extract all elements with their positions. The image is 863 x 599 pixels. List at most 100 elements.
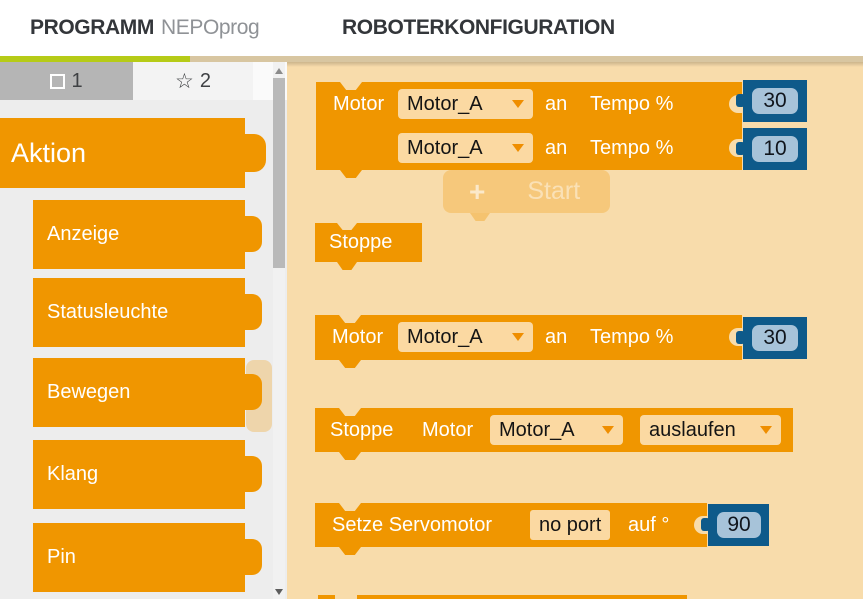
block-motor-double[interactable]: Motor Motor_A an Tempo % Motor_A an Temp… — [316, 80, 807, 178]
motor-port-dropdown[interactable]: Motor_A — [398, 322, 533, 352]
block-label: Stoppe — [330, 419, 394, 441]
scroll-down-icon[interactable] — [275, 589, 283, 595]
dropdown-value: Motor_A — [499, 418, 575, 441]
number-value-block[interactable]: 30 — [736, 80, 807, 122]
value-connector — [736, 142, 745, 155]
block-connector — [245, 539, 262, 575]
block-label: Setze Servomotor — [332, 514, 493, 536]
dropdown-value: auslaufen — [649, 418, 736, 441]
block-label: an — [545, 326, 568, 348]
dropdown-arrow-icon — [512, 333, 524, 341]
sidebar-item-label: Statusleuchte — [47, 301, 169, 323]
block-palette-sidebar: 1 ☆ 2 Aktion Anzeige Statusleuchte Beweg… — [0, 62, 287, 599]
number-value-field[interactable]: 90 — [717, 512, 761, 538]
sidebar-item-pin[interactable]: Pin — [33, 523, 262, 592]
tab-roboterkonfiguration[interactable]: ROBOTERKONFIGURATION — [342, 0, 615, 56]
top-notch — [340, 82, 362, 90]
category-header-connector — [245, 134, 266, 172]
palette-tab-2[interactable]: ☆ 2 — [133, 62, 253, 100]
block-stoppe-motor[interactable]: Stoppe Motor Motor_A auslaufen — [315, 408, 793, 460]
block-connector — [245, 216, 262, 252]
sidebar-item-klang[interactable]: Klang — [33, 440, 262, 509]
block-stoppe[interactable]: Stoppe — [315, 223, 422, 270]
number-value-field[interactable]: 10 — [752, 136, 798, 162]
top-tab-bar: PROGRAMM NEPOprog ROBOTERKONFIGURATION — [0, 0, 863, 56]
sidebar-item-label: Klang — [47, 463, 99, 485]
value-connector — [736, 94, 745, 107]
dropdown-arrow-icon — [760, 426, 772, 434]
value-connector — [736, 331, 745, 344]
category-header-label: Aktion — [11, 137, 87, 168]
number-value-field[interactable]: 30 — [752, 88, 798, 114]
block-connector — [245, 456, 262, 492]
motor-port-dropdown[interactable]: Motor_A — [490, 415, 623, 445]
sidebar-item-statusleuchte[interactable]: Statusleuchte — [33, 278, 262, 347]
bottom-notch — [339, 452, 361, 460]
dropdown-arrow-icon — [602, 426, 614, 434]
scroll-up-icon[interactable] — [275, 68, 283, 74]
tab-programm[interactable]: PROGRAMM NEPOprog — [30, 0, 260, 56]
palette-tabs: 1 ☆ 2 — [0, 62, 287, 100]
active-tab-underline — [0, 56, 190, 62]
dropdown-value: Motor_A — [407, 92, 483, 115]
dropdown-value: Motor_A — [407, 325, 483, 348]
block-connector — [245, 294, 262, 330]
number-value-block[interactable]: 90 — [701, 504, 769, 546]
block-label: auf ° — [628, 514, 670, 536]
stop-mode-dropdown[interactable]: auslaufen — [640, 415, 781, 445]
block-motor-single[interactable]: Motor Motor_A an Tempo % 30 — [315, 315, 807, 368]
motor-port-dropdown[interactable]: Motor_A — [398, 89, 533, 119]
sidebar-item-label: Bewegen — [47, 381, 131, 403]
start-ghost-label: Start — [527, 177, 581, 205]
block-label: Motor — [422, 419, 474, 441]
sidebar-item-label: Pin — [47, 546, 76, 568]
block-connector — [245, 374, 262, 410]
scrollbar-thumb[interactable] — [273, 78, 285, 268]
tab-programm-label: PROGRAMM — [30, 16, 154, 39]
number-value-block[interactable]: 10 — [736, 128, 807, 170]
top-notch — [339, 315, 361, 323]
sidebar-item-bewegen[interactable]: Bewegen — [33, 358, 262, 427]
start-ghost-block[interactable]: + Start — [443, 170, 610, 221]
palette-tab-1[interactable]: 1 — [0, 62, 133, 100]
block-label: Tempo % — [590, 326, 674, 348]
top-notch — [337, 223, 357, 230]
block-partial-bottom[interactable] — [318, 595, 687, 599]
palette-tab-2-label: 2 — [199, 69, 211, 92]
block-label: Tempo % — [590, 137, 674, 159]
motor-port-dropdown[interactable]: Motor_A — [398, 133, 533, 163]
dropdown-value: Motor_A — [407, 136, 483, 159]
block-label: Tempo % — [590, 93, 674, 115]
program-name-label: NEPOprog — [160, 16, 260, 39]
value-connector — [701, 518, 710, 531]
block-setze-servomotor[interactable]: Setze Servomotor no port auf ° 90 — [315, 503, 769, 555]
sidebar-item-anzeige[interactable]: Anzeige — [33, 200, 262, 269]
bottom-notch — [339, 547, 361, 555]
square-icon — [50, 73, 66, 89]
star-icon: ☆ — [175, 69, 194, 93]
sidebar-scrollbar[interactable] — [273, 62, 285, 599]
servo-port-field[interactable]: no port — [530, 510, 611, 540]
block-label: an — [545, 137, 568, 159]
dropdown-arrow-icon — [512, 100, 524, 108]
top-notch — [335, 595, 357, 599]
inactive-tab-underline — [190, 56, 863, 62]
block-label: Motor — [332, 326, 384, 348]
block-label: an — [545, 93, 568, 115]
block-label: Stoppe — [329, 231, 393, 253]
top-notch — [339, 408, 361, 416]
bottom-notch — [470, 213, 490, 221]
bottom-notch — [340, 170, 362, 178]
workspace-canvas[interactable]: Motor Motor_A an Tempo % Motor_A an Temp… — [287, 62, 863, 599]
category-header-aktion[interactable]: Aktion — [0, 118, 245, 188]
dropdown-arrow-icon — [512, 144, 524, 152]
plus-icon: + — [469, 175, 486, 207]
number-value-field[interactable]: 30 — [752, 325, 798, 351]
bottom-notch — [337, 262, 357, 270]
number-value-block[interactable]: 30 — [736, 317, 807, 359]
palette-tab-1-label: 1 — [71, 69, 83, 92]
field-value: no port — [539, 513, 602, 536]
bottom-notch — [339, 360, 361, 368]
block-label: Motor — [333, 93, 385, 115]
